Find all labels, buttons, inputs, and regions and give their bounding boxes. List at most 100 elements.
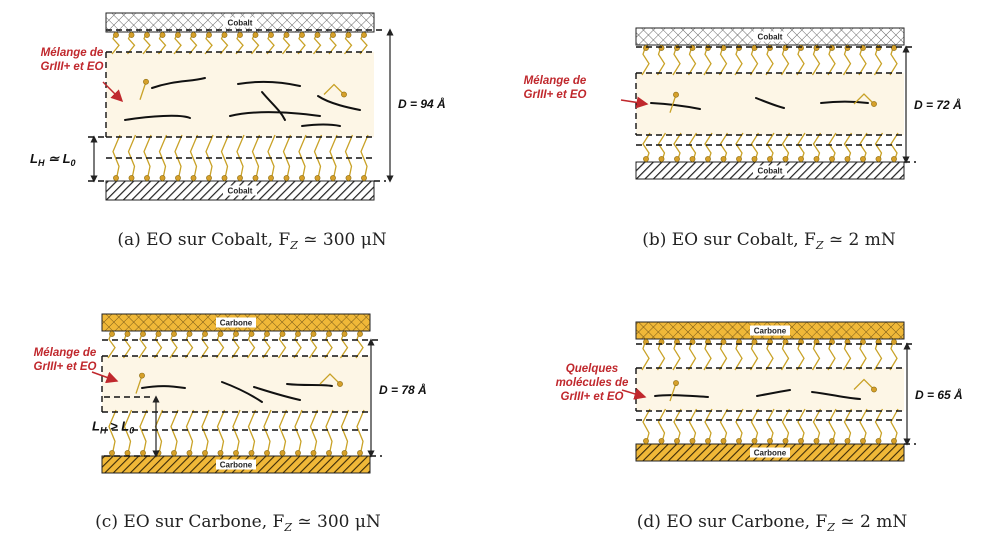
eo-molecule — [151, 77, 206, 89]
surfactant-head — [237, 175, 243, 181]
bottom-plate-label: Carbone — [754, 449, 787, 458]
surfactant-head — [217, 331, 224, 337]
eo-molecule — [755, 97, 785, 109]
annotation-arrow — [102, 81, 124, 103]
surfactant-chain — [719, 408, 729, 445]
surfactant-chain — [688, 408, 698, 445]
annotation-arrow — [91, 371, 119, 384]
fluid-region — [106, 52, 374, 137]
surfactant-head — [190, 175, 197, 181]
surfactant-chain — [298, 134, 307, 182]
surfactant-head — [159, 32, 166, 38]
surfactant-head — [175, 175, 181, 181]
lh-sub: H — [38, 158, 45, 168]
surfactant-head — [310, 450, 317, 456]
surfactant-head — [891, 339, 897, 345]
surfactant-head — [736, 438, 742, 444]
annotation-arrow — [621, 388, 647, 400]
surfactant-head — [829, 156, 835, 162]
surfactant-head — [264, 331, 270, 337]
surfactant-head — [299, 32, 305, 38]
surfactant-head — [813, 156, 820, 162]
surfactant-chain — [236, 134, 245, 182]
surfactant-head — [295, 331, 301, 337]
surfactant-head — [175, 32, 181, 38]
free-chain — [323, 83, 345, 95]
panel-caption: (a) EO sur Cobalt, FZ ≃ 300 μN — [117, 230, 386, 252]
top-plate-label: Cobalt — [758, 33, 783, 42]
surfactant-head — [720, 438, 727, 444]
surfactant-head — [113, 32, 119, 38]
surfactant-head — [206, 175, 212, 181]
surfactant-head — [767, 438, 773, 444]
surfactant-head — [341, 450, 348, 456]
eo-molecule — [811, 391, 861, 400]
eo-molecule — [253, 386, 301, 401]
surfactant-chain — [267, 134, 276, 182]
surfactant-head — [751, 156, 758, 162]
surfactant-chain — [174, 134, 183, 182]
surfactant-head — [689, 156, 696, 162]
surfactant-head — [689, 438, 696, 444]
surfactant-head — [113, 175, 119, 181]
surfactant-chain — [278, 409, 288, 457]
surfactant-head — [361, 32, 367, 38]
eo-molecule — [229, 111, 321, 117]
surfactant-chain — [263, 409, 272, 457]
free-chain — [853, 378, 875, 390]
free-chain — [853, 93, 875, 105]
caption-sub: Z — [289, 239, 298, 252]
caption-main: (a) EO sur Cobalt, F — [117, 230, 290, 250]
surfactant-head — [268, 175, 274, 181]
surfactant-head — [252, 175, 259, 181]
surfactant-chain — [205, 134, 214, 182]
annotation-line: Mélange de — [41, 47, 104, 59]
surfactant-head — [891, 45, 897, 51]
surfactant-head — [144, 32, 150, 38]
surfactant-head — [720, 45, 727, 51]
surfactant-chain — [170, 409, 179, 457]
surfactant-head — [155, 450, 162, 456]
surfactant-chain — [216, 409, 226, 457]
bottom-plate-label-bg — [216, 459, 256, 470]
surfactant-head — [361, 175, 367, 181]
surfactant-head — [140, 450, 146, 456]
lh-sub2: 0 — [129, 426, 134, 436]
surfactant-head — [159, 175, 166, 181]
surfactant-head — [751, 339, 758, 345]
bottom-plate-label: Cobalt — [228, 187, 253, 196]
distance-label: D = 65 Å — [915, 388, 963, 402]
surfactant-head — [658, 45, 665, 51]
surfactant-chain — [127, 134, 137, 182]
surfactant-chain — [874, 408, 884, 445]
surfactant-head — [798, 438, 804, 444]
bottom-plate-label-bg — [753, 165, 787, 176]
surfactant-head — [751, 438, 758, 444]
surfactant-head — [357, 331, 363, 337]
surfactant-head — [279, 331, 286, 337]
eo-molecule — [654, 394, 709, 398]
surfactant-head — [264, 450, 270, 456]
surfactant-head — [299, 175, 305, 181]
surfactant-head — [643, 156, 649, 162]
surfactant-head — [190, 32, 197, 38]
free-chain — [135, 375, 143, 394]
surfactant-head — [674, 45, 680, 51]
surfactant-chain — [108, 409, 117, 457]
surfactant-head — [751, 45, 758, 51]
surfactant-head — [891, 438, 897, 444]
surfactant-head — [186, 331, 193, 337]
surfactant-head — [124, 450, 131, 456]
top-plate-label-bg — [216, 317, 256, 328]
surfactant-chain — [185, 409, 195, 457]
fluid-region — [102, 356, 370, 412]
surfactant-chain — [843, 408, 853, 445]
lh-label: LH > L0 — [92, 419, 134, 436]
surfactant-chain — [781, 408, 791, 445]
annotation-line: GrIII+ et EO — [34, 361, 97, 373]
surfactant-chain — [123, 409, 133, 457]
